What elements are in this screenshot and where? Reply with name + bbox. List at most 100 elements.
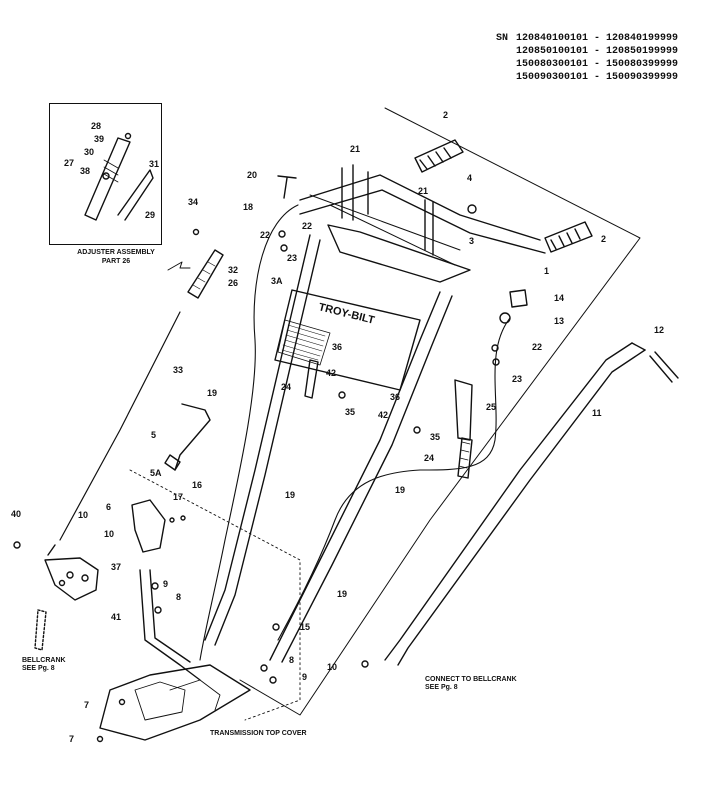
callout-22: 22 xyxy=(260,230,271,240)
callout-33: 33 xyxy=(173,365,184,375)
callout-26: 26 xyxy=(228,278,239,288)
serial-range: 150090300101 - 150090399999 xyxy=(516,72,679,83)
serial-row: 150090300101 - 150090399999 xyxy=(496,71,696,84)
bracket-6 xyxy=(131,499,166,553)
callout-19: 19 xyxy=(337,589,348,599)
serial-row: 120850100101 - 120850199999 xyxy=(496,45,696,58)
pointer-arrow xyxy=(167,261,191,271)
callout-42: 42 xyxy=(326,368,337,378)
callout-18: 18 xyxy=(243,202,254,212)
callout-19: 19 xyxy=(207,388,218,398)
callout-2: 2 xyxy=(443,110,449,120)
callout-9: 9 xyxy=(302,672,308,682)
inset-drawing xyxy=(84,132,154,221)
callout-39: 39 xyxy=(94,134,105,144)
handle-tube-right xyxy=(269,291,453,663)
inset-caption-line: ADJUSTER ASSEMBLY xyxy=(77,249,155,256)
callout-28: 28 xyxy=(91,121,102,131)
callout-30: 30 xyxy=(84,147,95,157)
callout-38: 38 xyxy=(80,166,91,176)
inset-caption: ADJUSTER ASSEMBLY PART 26 xyxy=(56,248,176,266)
callout-31: 31 xyxy=(149,159,160,169)
handle-tube-left xyxy=(204,234,321,646)
callout-15: 15 xyxy=(300,622,311,632)
serial-range: 120840100101 - 120840199999 xyxy=(516,33,679,44)
callout-12: 12 xyxy=(654,325,665,335)
serial-prefix: SN xyxy=(496,33,509,44)
serial-range: 120850100101 - 120850199999 xyxy=(516,46,679,57)
callout-36: 36 xyxy=(390,392,401,402)
lever-left xyxy=(304,359,319,399)
serial-row: SN 120840100101 - 120840199999 xyxy=(496,32,696,45)
callout-7: 7 xyxy=(69,734,75,744)
transmission-cover xyxy=(99,664,251,741)
cable-18 xyxy=(199,204,299,661)
callout-32: 32 xyxy=(228,265,239,275)
callout-8: 8 xyxy=(176,592,182,602)
callout-24: 24 xyxy=(424,453,435,463)
rod-12 xyxy=(649,351,679,383)
cable-11 xyxy=(384,342,633,661)
adjuster-26 xyxy=(187,249,224,299)
note-line: SEE Pg. 8 xyxy=(22,665,55,672)
connect-note: CONNECT TO BELLCRANK SEE Pg. 8 xyxy=(425,676,517,692)
inset-caption-line: PART 26 xyxy=(101,258,131,265)
callout-10: 10 xyxy=(327,662,338,672)
callout-14: 14 xyxy=(554,293,565,303)
callout-16: 16 xyxy=(192,480,203,490)
serial-range: 150080300101 - 150080399999 xyxy=(516,59,679,70)
knob-14 xyxy=(509,289,528,308)
callout-22: 22 xyxy=(532,342,543,352)
bellcrank-plate xyxy=(44,557,99,601)
callout-25: 25 xyxy=(486,402,497,412)
callout-5: 5 xyxy=(151,430,157,440)
callout-21: 21 xyxy=(350,144,361,154)
transmission-note: TRANSMISSION TOP COVER xyxy=(210,730,307,737)
callout-10: 10 xyxy=(104,529,115,539)
callout-9: 9 xyxy=(163,579,169,589)
bracket-plate xyxy=(327,224,471,283)
note-line: BELLCRANK xyxy=(22,657,66,664)
callout-29: 29 xyxy=(145,210,156,220)
callout-3a: 3A xyxy=(271,276,283,286)
bellcrank-ghost xyxy=(34,609,47,651)
callout-21: 21 xyxy=(418,186,429,196)
note-line: CONNECT TO BELLCRANK xyxy=(425,676,517,683)
callout-19: 19 xyxy=(285,490,296,500)
grip-left xyxy=(414,139,464,173)
handle-outline xyxy=(239,107,641,716)
bottom-dashed-outline xyxy=(129,469,301,721)
callout-6: 6 xyxy=(106,502,112,512)
callout-23: 23 xyxy=(512,374,523,384)
callout-3: 3 xyxy=(469,236,475,246)
bolt-20 xyxy=(277,175,297,199)
callout-37: 37 xyxy=(111,562,122,572)
callout-24: 24 xyxy=(281,382,292,392)
adjuster-inset-box xyxy=(49,103,162,245)
serial-row: 150080300101 - 150080399999 xyxy=(496,58,696,71)
callout-19: 19 xyxy=(395,485,406,495)
callout-35: 35 xyxy=(430,432,441,442)
callout-13: 13 xyxy=(554,316,565,326)
handle-bar xyxy=(299,174,546,254)
callout-17: 17 xyxy=(173,492,184,502)
bellcrank-note: BELLCRANK SEE Pg. 8 xyxy=(22,657,66,673)
rod-33 xyxy=(59,311,181,541)
logo-text: TROY-BILT xyxy=(317,301,376,327)
rod-end-40 xyxy=(47,544,56,556)
callout-34: 34 xyxy=(188,197,199,207)
callout-1: 1 xyxy=(544,266,550,276)
shift-lever xyxy=(174,403,211,471)
linkage-41 xyxy=(139,569,201,681)
callout-22: 22 xyxy=(302,221,313,231)
cable-clutch xyxy=(277,317,511,641)
grip-right xyxy=(544,221,593,253)
callout-20: 20 xyxy=(247,170,258,180)
logo-panel xyxy=(274,289,421,391)
nut-4 xyxy=(467,204,477,214)
callout-23: 23 xyxy=(287,253,298,263)
callout-8: 8 xyxy=(289,655,295,665)
callout-5a: 5A xyxy=(150,468,162,478)
